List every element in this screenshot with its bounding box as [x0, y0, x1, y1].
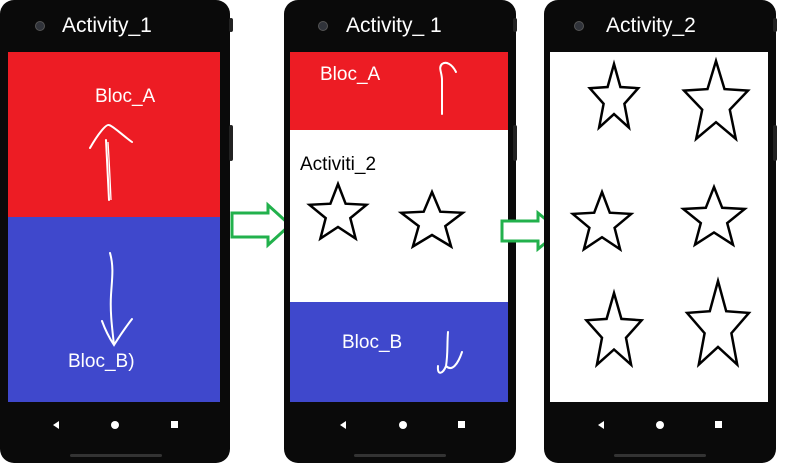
side-button	[773, 125, 777, 161]
phone-activity-1-overlay: Activity_ 1 Bloc_A Activiti_2 Bloc_B	[284, 0, 517, 463]
back-icon[interactable]	[53, 421, 59, 429]
bloc-b[interactable]: Bloc_B	[290, 302, 508, 402]
bloc-b[interactable]: Bloc_B)	[8, 217, 220, 402]
home-icon[interactable]	[111, 421, 119, 429]
screen-title: Activity_2	[606, 14, 696, 37]
nav-bar	[290, 413, 508, 441]
home-icon[interactable]	[656, 421, 664, 429]
screen: Bloc_A Activiti_2 Bloc_B	[290, 52, 508, 402]
recent-apps-icon[interactable]	[458, 421, 465, 428]
up-arrow-icon	[89, 124, 133, 201]
star-icon[interactable]	[302, 180, 372, 242]
bloc-b-label: Bloc_B	[342, 332, 403, 353]
camera-icon	[318, 21, 328, 31]
nav-bar	[550, 413, 768, 441]
down-arrow-icon	[101, 252, 133, 347]
bloc-a[interactable]: Bloc_A	[290, 52, 508, 130]
screen: Bloc_A Bloc_B)	[8, 52, 220, 402]
screen	[550, 52, 768, 402]
side-button	[229, 125, 233, 161]
screen-title: Activity_1	[62, 14, 152, 37]
camera-icon	[574, 21, 584, 31]
gesture-bar	[354, 454, 446, 457]
bloc-a-label: Bloc_A	[95, 86, 156, 107]
recent-apps-icon[interactable]	[715, 421, 722, 428]
star-icon[interactable]	[394, 188, 468, 250]
star-icon[interactable]	[582, 288, 648, 369]
down-arrow-icon	[436, 331, 463, 374]
star-icon[interactable]	[676, 183, 752, 250]
camera-icon	[35, 21, 45, 31]
nav-bar	[8, 413, 220, 441]
home-icon[interactable]	[399, 421, 407, 429]
phone-activity-2: Activity_2	[544, 0, 777, 463]
activity-2-label: Activiti_2	[300, 154, 377, 175]
bloc-a-label: Bloc_A	[320, 64, 381, 85]
star-icon[interactable]	[586, 59, 646, 132]
star-icon[interactable]	[566, 188, 640, 254]
recent-apps-icon[interactable]	[171, 421, 178, 428]
back-icon[interactable]	[340, 421, 346, 429]
side-button	[513, 125, 517, 161]
back-icon[interactable]	[598, 421, 604, 429]
star-icon[interactable]	[678, 56, 756, 144]
star-icon[interactable]	[682, 276, 756, 370]
gesture-bar	[70, 454, 162, 457]
transition-arrow-icon	[230, 201, 293, 249]
bloc-a[interactable]: Bloc_A	[8, 52, 220, 217]
side-button	[513, 18, 517, 32]
screen-title: Activity_ 1	[346, 14, 442, 37]
up-arrow-icon	[439, 61, 457, 115]
side-button	[229, 18, 233, 32]
phone-activity-1: Activity_1 Bloc_A Bloc_B)	[0, 0, 233, 463]
bloc-b-label: Bloc_B)	[68, 351, 135, 372]
gesture-bar	[614, 454, 706, 457]
side-button	[773, 18, 777, 32]
